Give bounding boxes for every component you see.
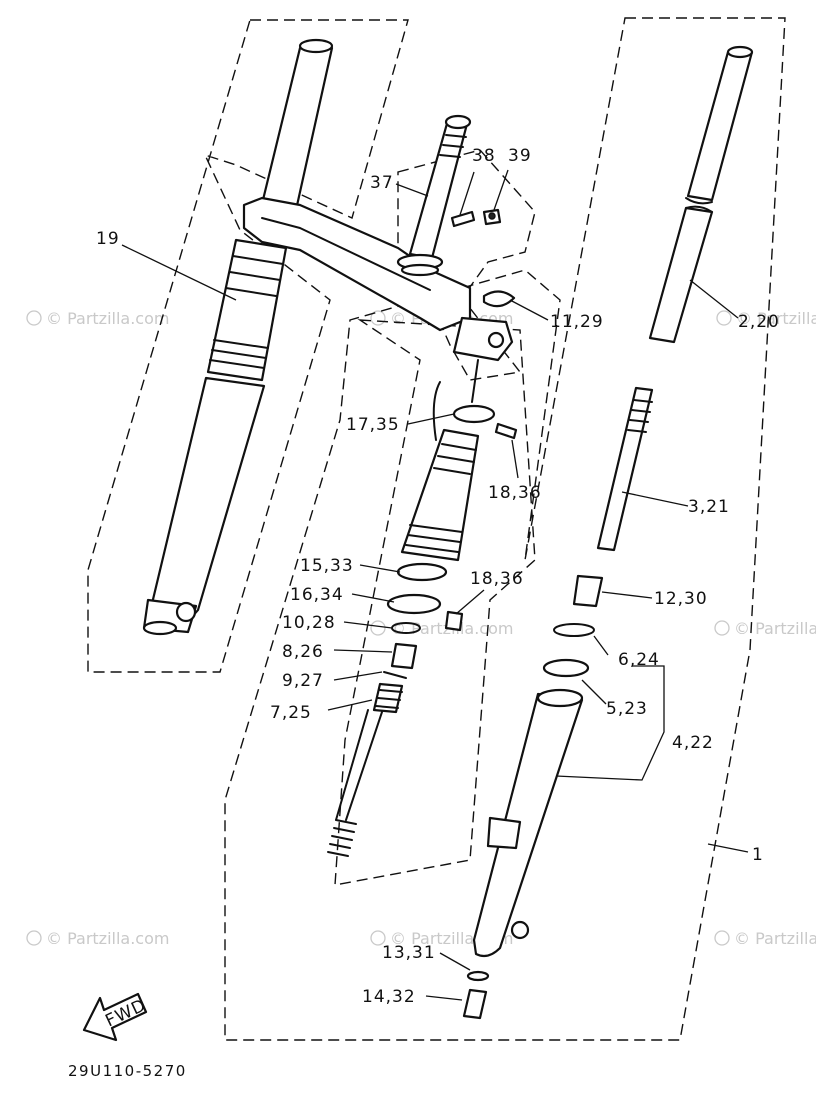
callout-5-23: 5,23 (606, 699, 648, 719)
center-fork-internals (327, 381, 518, 857)
callout-12-30: 12,30 (654, 589, 708, 609)
callout-8-26: 8,26 (282, 642, 324, 662)
callout-15-33: 15,33 (300, 556, 354, 576)
seal-holder-16-34 (386, 593, 442, 615)
right-fork-components (462, 45, 754, 1020)
callout-17-35: 17,35 (346, 415, 400, 435)
boundary-right-fork (224, 17, 786, 1041)
callout-7-25: 7,25 (270, 703, 312, 723)
boundary-left-fork (87, 19, 409, 673)
spring-7-25-bottom (327, 819, 357, 857)
watermark-2: © Partzilla.com (716, 309, 816, 328)
svg-text:© Partzilla.com: © Partzilla.com (736, 309, 816, 328)
callout-10-28: 10,28 (282, 613, 336, 633)
callout-39: 39 (508, 146, 532, 166)
left-inner-tube (260, 41, 334, 212)
svg-text:© Partzilla.com: © Partzilla.com (46, 309, 169, 328)
damper-rod-3-21 (596, 386, 654, 552)
damper-rod (335, 709, 383, 821)
callout-38: 38 (472, 146, 496, 166)
callout-14-32: 14,32 (362, 987, 416, 1007)
right-inner-tube-lower (648, 206, 714, 344)
left-dust-boot (206, 238, 288, 382)
callout-18-36-lower: 18,36 (470, 569, 524, 589)
callout-37: 37 (370, 173, 394, 193)
leader-lines (121, 169, 749, 1001)
callout-3-21: 3,21 (688, 497, 730, 517)
washer-9-27 (383, 671, 407, 679)
oil-seal-15-33 (396, 562, 448, 582)
collar-12-30 (572, 574, 604, 608)
fwd-arrow-icon: FWD (82, 992, 150, 1042)
callout-1: 1 (752, 845, 764, 865)
svg-text:© Partzilla.com: © Partzilla.com (734, 619, 816, 638)
bolt-18-36-upper (494, 422, 518, 440)
callout-labels: 19 37 38 39 11,29 2,20 17,35 18,36 3,21 … (96, 146, 780, 1007)
center-dust-boot (400, 428, 480, 562)
bolt-14-32 (462, 988, 488, 1020)
callout-13-31: 13,31 (382, 943, 436, 963)
callout-18-36-upper: 18,36 (488, 483, 542, 503)
left-fork-assembly (142, 38, 472, 636)
callout-19: 19 (96, 229, 120, 249)
right-inner-tube-upper (686, 50, 754, 202)
spacer-17-35 (452, 404, 496, 424)
collar-8-26 (390, 642, 418, 670)
callout-9-27: 9,27 (282, 671, 324, 691)
watermark-8: © Partzilla.com (714, 929, 816, 948)
bolt-18-36-lower (444, 610, 464, 632)
right-outer-tube-4-22 (472, 692, 584, 958)
callout-11-29: 11,29 (550, 312, 604, 332)
fork-cap-11-29 (482, 290, 516, 308)
left-outer-tube (148, 376, 266, 623)
watermark-1: © Partzilla.com (26, 309, 169, 328)
callout-6-24: 6,24 (618, 650, 660, 670)
bolt-38 (450, 210, 476, 228)
watermark-6: © Partzilla.com (26, 929, 169, 948)
callout-16-34: 16,34 (290, 585, 344, 605)
oil-seal-5-23 (542, 658, 590, 678)
steering-stem-tube (408, 118, 470, 260)
steering-stem-assembly (396, 114, 516, 403)
callout-4-22: 4,22 (672, 733, 714, 753)
washer-13-31 (466, 970, 490, 982)
circlip-6-24 (553, 623, 595, 637)
svg-text:© Partzilla.com: © Partzilla.com (46, 929, 169, 948)
watermark-5: © Partzilla.com (714, 619, 816, 638)
callout-2-20: 2,20 (738, 312, 780, 332)
svg-text:© Partzilla.com: © Partzilla.com (734, 929, 816, 948)
clamp-block (452, 316, 514, 362)
diagram-code: 29U110-5270 (68, 1062, 187, 1080)
